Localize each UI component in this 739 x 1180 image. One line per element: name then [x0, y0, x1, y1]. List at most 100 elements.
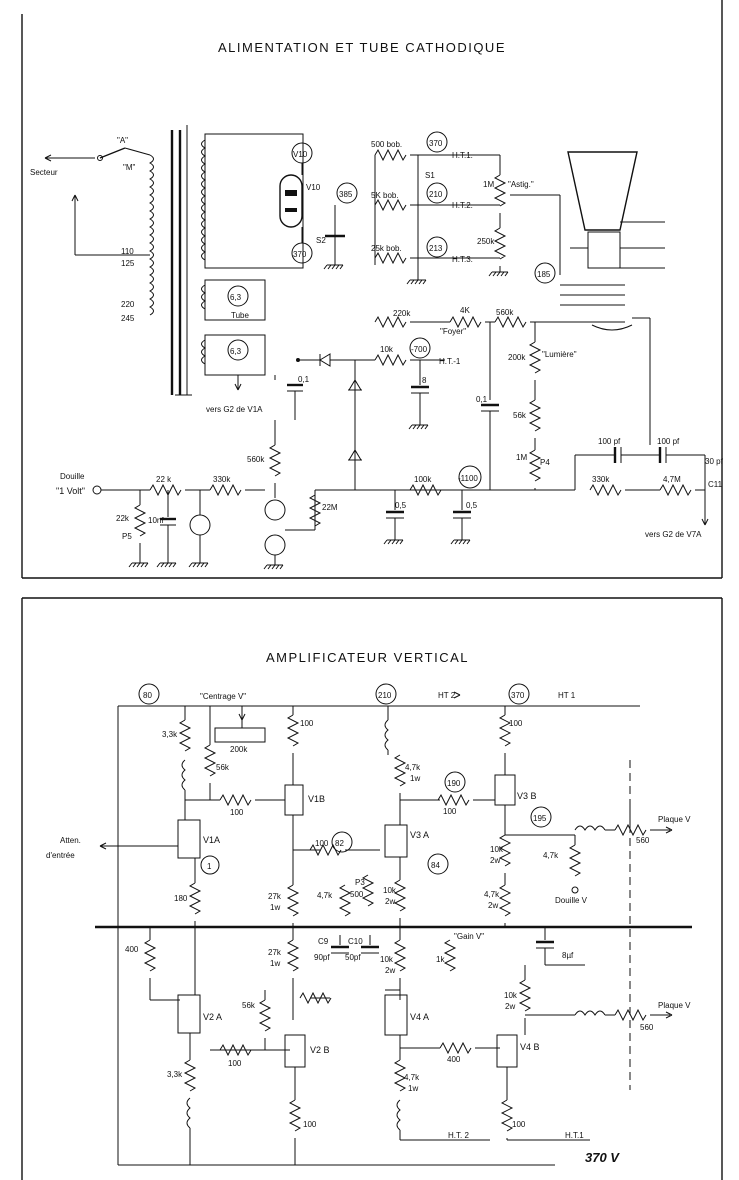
label-r56k-a: 56k: [216, 763, 230, 772]
label-vers-g2-v7a: vers G2 de V7A: [645, 530, 702, 539]
power-supply-panel: ALIMENTATION ET TUBE CATHODIQUE: [21, 0, 724, 579]
label-r200k-b: 200k: [230, 745, 248, 754]
negative-hv: 10k -700 H.T.-1 8 0,1 560k: [247, 322, 575, 570]
label-110: 110: [121, 247, 134, 256]
label-c8uf: 8µf: [562, 951, 574, 960]
hv-secondary: [201, 139, 207, 261]
v1b-tube: [284, 784, 304, 816]
label-foyer: "Foyer": [440, 327, 466, 336]
mains-input: "A" "M" Secteur 110 125 220 245: [30, 136, 151, 323]
label-atten: Atten.: [60, 836, 81, 845]
cap-8uf: 8µf: [536, 927, 585, 966]
label-r330k-b: 330k: [213, 475, 231, 484]
label-r47k-c: 4,7k: [484, 890, 500, 899]
label-c90pf: 90pf: [314, 953, 330, 962]
label-c11: C11: [708, 480, 723, 489]
node-213-label: 213: [429, 244, 443, 253]
label-v3a: V3 A: [410, 830, 429, 840]
label-r33k-b: 3,3k: [167, 1070, 183, 1079]
node-190: [444, 771, 466, 793]
neon-a: [264, 499, 286, 521]
label-ht1-bottom: H.T.1: [565, 1131, 584, 1140]
v4b-tube: [496, 1034, 518, 1068]
label-r1m-p4: 1M: [516, 453, 527, 462]
label-v2b: V2 B: [310, 1045, 330, 1055]
coil-b: [574, 1010, 606, 1016]
label-r4k: 4K: [460, 306, 470, 315]
power-panel-title: ALIMENTATION ET TUBE CATHODIQUE: [218, 40, 506, 55]
label-r10k-b: 10k: [380, 955, 394, 964]
node-82: [331, 831, 353, 853]
label-ht1-b: HT 1: [558, 691, 576, 700]
label-w2a: 2w: [385, 897, 395, 906]
filament-secondary-a: [201, 284, 207, 310]
label-r33k-a: 3,3k: [162, 730, 178, 739]
label-p5: P5: [122, 532, 132, 541]
node-1-label: 1: [207, 862, 212, 871]
node-385: [336, 182, 358, 204]
rectifier-v10: V10 V10 370 6,3 6,3 Tube vers G2 de V1A: [206, 142, 321, 414]
node-1100-label: -1100: [458, 474, 478, 483]
label-r500-b: 500: [350, 890, 364, 899]
label-c10: C10: [348, 937, 363, 946]
label-r200k: 200k: [508, 353, 526, 362]
label-r560k-b: 560k: [247, 455, 265, 464]
mains-transformer: [148, 125, 304, 396]
label-w1b: 1w: [270, 903, 280, 912]
label-ht3: H.T.3.: [452, 255, 473, 264]
v1a-tube: [177, 819, 201, 859]
label-r56k: 56k: [513, 411, 527, 420]
node-370-ht-label: 370: [429, 139, 443, 148]
primary-winding: [148, 154, 154, 316]
stage-v1: 3,3k V1A Atten. d'entrée 1 180 56k 100: [46, 706, 285, 927]
label-vers-g2-v1a: vers G2 de V1A: [206, 405, 263, 414]
label-c100pf-b: 100 pf: [657, 437, 680, 446]
label-r560k: 560k: [496, 308, 514, 317]
node-370-label: 370: [293, 250, 307, 259]
label-c8: 8: [422, 376, 427, 385]
label-r100-c: 100: [315, 839, 329, 848]
label-secteur: Secteur: [30, 168, 58, 177]
label-entree: d'entrée: [46, 851, 75, 860]
label-r25k: 25k bob.: [371, 244, 402, 253]
label-ht2: H.T.2.: [452, 201, 473, 210]
label-ht2-bottom: H.T. 2: [448, 1131, 469, 1140]
plaque-output-b: 560 Plaque V: [525, 760, 691, 1090]
node-190-label: 190: [447, 779, 461, 788]
label-v4a: V4 A: [410, 1012, 429, 1022]
label-a-switch: "A": [117, 136, 128, 145]
label-r22m: 22M: [322, 503, 338, 512]
label-w2b-b: 2w: [488, 901, 498, 910]
label-v2a: V2 A: [203, 1012, 222, 1022]
label-lumiere: "Lumière": [542, 350, 577, 359]
crt-tube: 185: [534, 151, 665, 445]
vertical-amplifier-panel: AMPLIFICATEUR VERTICAL 80 "Centrage V" 2…: [21, 597, 723, 1180]
label-w2e: 2w: [505, 1002, 515, 1011]
diode-tube: [189, 514, 211, 536]
v10-tube-envelope: [279, 174, 303, 228]
node-700-label: -700: [411, 345, 428, 354]
label-astig: "Astig.": [508, 180, 534, 189]
output-network: 100 pf 100 pf 330k 4,7M 30 pf C11 vers G…: [574, 437, 724, 539]
label-r47k-b: 4,7k: [317, 891, 333, 900]
calibration-input: Douille "1 Volt" 22 k 330k 22k P5 10nf: [56, 472, 265, 568]
label-douille-v: Douille V: [555, 896, 588, 905]
label-r27k-b: 27k: [268, 948, 282, 957]
label-r47k-d: 4,7k: [543, 851, 559, 860]
label-ht1: H.T.1.: [452, 151, 473, 160]
stage-v3: 4,7k 1w V3 A 10k 2w 10k 2w 100 190 100: [380, 706, 575, 1000]
node-370-ht: [426, 131, 448, 153]
label-r47k-a: 4,7k: [405, 763, 421, 772]
plaque-output-a: 560 Plaque V 4,7k Douille V: [543, 805, 691, 905]
v3b-tube: [494, 774, 516, 806]
v4a-tube: [384, 994, 408, 1036]
label-r1k: 1k: [436, 955, 445, 964]
node-195: [530, 806, 552, 828]
node-80-label: 80: [143, 691, 152, 700]
filament-secondary-b: [201, 339, 207, 365]
ht-filter-chain: 500 bob. 370 H.T.1. S1 5K bob. 210 H.T.2…: [371, 131, 561, 285]
label-r100k: 100k: [414, 475, 432, 484]
label-plaque-v-b: Plaque V: [658, 1001, 691, 1010]
node-385-label: 385: [339, 190, 353, 199]
